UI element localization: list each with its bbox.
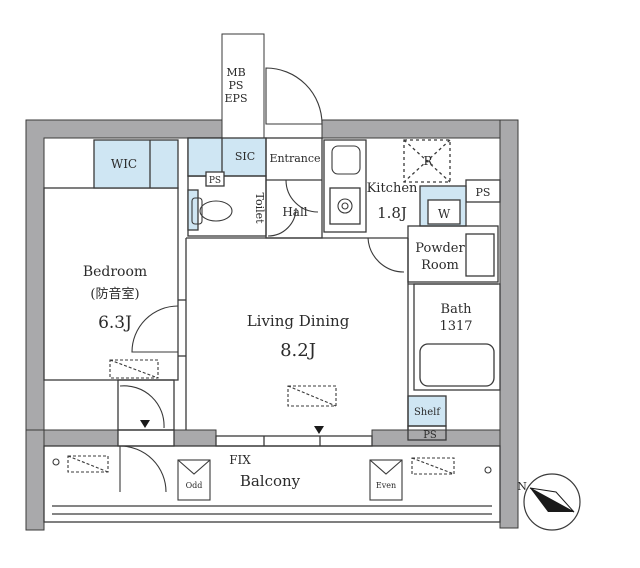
bath-label: Bath bbox=[441, 302, 473, 317]
door-swings bbox=[119, 67, 405, 493]
wic-label: WIC bbox=[111, 157, 137, 171]
bedroom-size: 6.3J bbox=[98, 313, 132, 333]
living-label: Living Dining bbox=[247, 312, 350, 330]
bedroom-sub-label: (防音室) bbox=[90, 286, 139, 302]
kitchen-size: 1.8J bbox=[377, 204, 407, 222]
bedroom-label: Bedroom bbox=[83, 264, 147, 280]
entrance-label: Entrance bbox=[269, 152, 320, 165]
bath-size: 1317 bbox=[439, 319, 472, 334]
shelf-label: Shelf bbox=[414, 407, 441, 418]
fixtures bbox=[52, 145, 492, 501]
ps-kitchen-label: PS bbox=[476, 186, 491, 199]
even-label: Even bbox=[376, 481, 396, 490]
ps-small-label: PS bbox=[209, 176, 221, 186]
fix-label: FIX bbox=[229, 453, 251, 467]
powder-label-1: Powder bbox=[415, 241, 465, 256]
kitchen-label: Kitchen bbox=[367, 181, 418, 196]
living-size: 8.2J bbox=[280, 340, 316, 361]
labels: MB PS EPS WIC SIC PS Entrance Hall Toile… bbox=[83, 66, 491, 490]
refrigerator-label: R bbox=[423, 154, 433, 168]
odd-label: Odd bbox=[186, 481, 203, 490]
ps-bottom-label: PS bbox=[423, 430, 437, 441]
door-markers bbox=[140, 420, 324, 434]
compass: N bbox=[517, 473, 581, 531]
hall-label: Hall bbox=[282, 205, 307, 219]
walls bbox=[25, 33, 519, 531]
eps-label: EPS bbox=[225, 92, 248, 105]
compass-north-label: N bbox=[517, 480, 527, 493]
sic-label: SIC bbox=[235, 150, 255, 163]
balcony-label: Balcony bbox=[240, 472, 301, 490]
toilet-label: Toilet bbox=[253, 192, 266, 224]
washer-label: W bbox=[438, 207, 451, 221]
powder-label-2: Room bbox=[421, 258, 459, 273]
compass-ring bbox=[523, 473, 581, 531]
ps-shaft-label: PS bbox=[229, 79, 244, 92]
interior-lines bbox=[43, 137, 501, 523]
mb-label: MB bbox=[226, 66, 245, 79]
